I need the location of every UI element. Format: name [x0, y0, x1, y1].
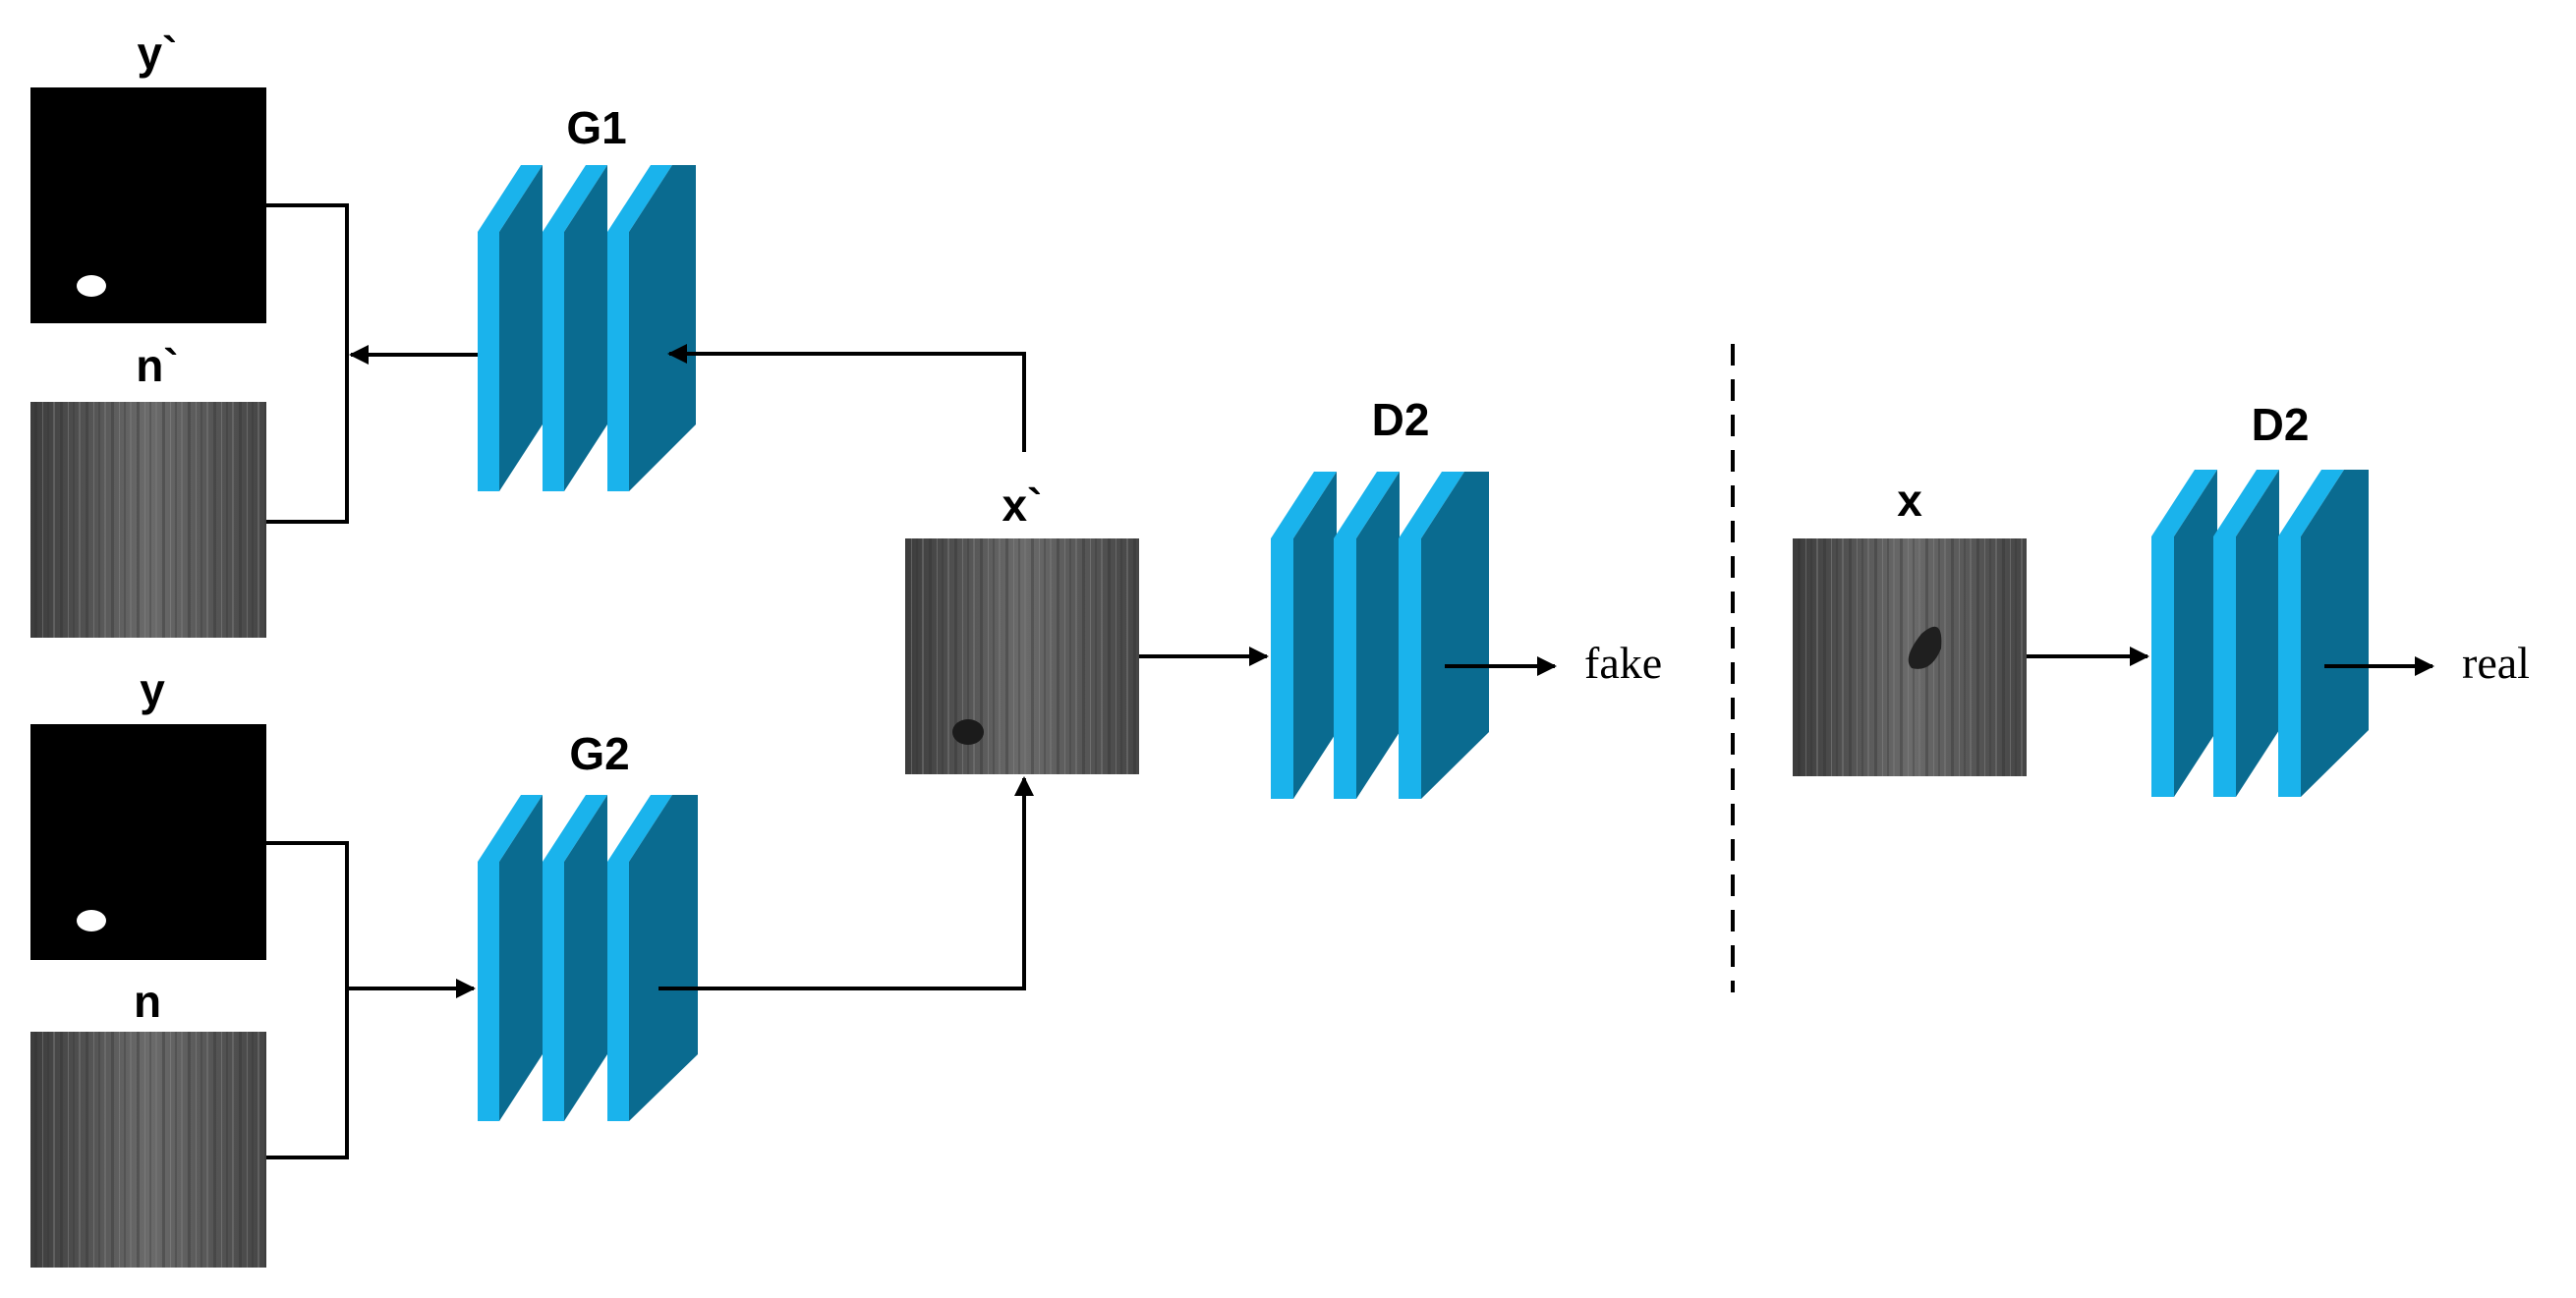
layer-plate — [1399, 472, 1489, 799]
bracket-g1-outputs — [266, 203, 349, 524]
label-n: n — [134, 976, 161, 1027]
layer-plate — [1271, 472, 1337, 799]
layer-plate — [543, 165, 607, 491]
layer-plate — [1334, 472, 1400, 799]
label-d2-right: D2 — [2252, 399, 2310, 450]
layer-plate — [2278, 470, 2369, 797]
defect-spot — [952, 719, 984, 745]
layer-plate — [607, 795, 698, 1121]
layer-plate — [478, 165, 543, 491]
layer-plate — [478, 795, 543, 1121]
label-n-prime: n` — [136, 340, 178, 391]
arrow-g2-to-x-prime — [658, 776, 1034, 990]
image-y — [30, 724, 266, 960]
label-x-prime: x` — [1002, 480, 1043, 531]
bracket-g2-inputs — [266, 841, 349, 1159]
block-d2-left — [1271, 472, 1489, 799]
output-real: real — [2462, 638, 2530, 688]
image-y-prime — [30, 87, 266, 323]
label-g2: G2 — [569, 728, 629, 779]
label-x: x — [1897, 475, 1922, 526]
block-g2 — [478, 795, 698, 1121]
defect-spot — [1908, 626, 1942, 669]
image-n — [30, 1032, 266, 1268]
layer-plate — [2213, 470, 2279, 797]
layer-plate — [543, 795, 607, 1121]
label-y-prime: y` — [138, 28, 178, 79]
block-d2-right — [2151, 470, 2369, 797]
layer-plate — [2151, 470, 2217, 797]
output-fake: fake — [1584, 638, 1662, 688]
label-d2-left: D2 — [1372, 394, 1430, 445]
label-g1: G1 — [566, 102, 626, 153]
image-n-prime — [30, 402, 266, 638]
image-x — [1793, 538, 2027, 776]
image-x-prime — [905, 538, 1139, 774]
defect-blob-mask — [77, 910, 106, 931]
layer-plate — [607, 165, 696, 491]
label-y: y — [140, 664, 165, 715]
block-g1 — [478, 165, 696, 491]
arrow-x-prime-to-g1 — [667, 344, 1026, 452]
defect-blob-mask — [77, 275, 106, 297]
